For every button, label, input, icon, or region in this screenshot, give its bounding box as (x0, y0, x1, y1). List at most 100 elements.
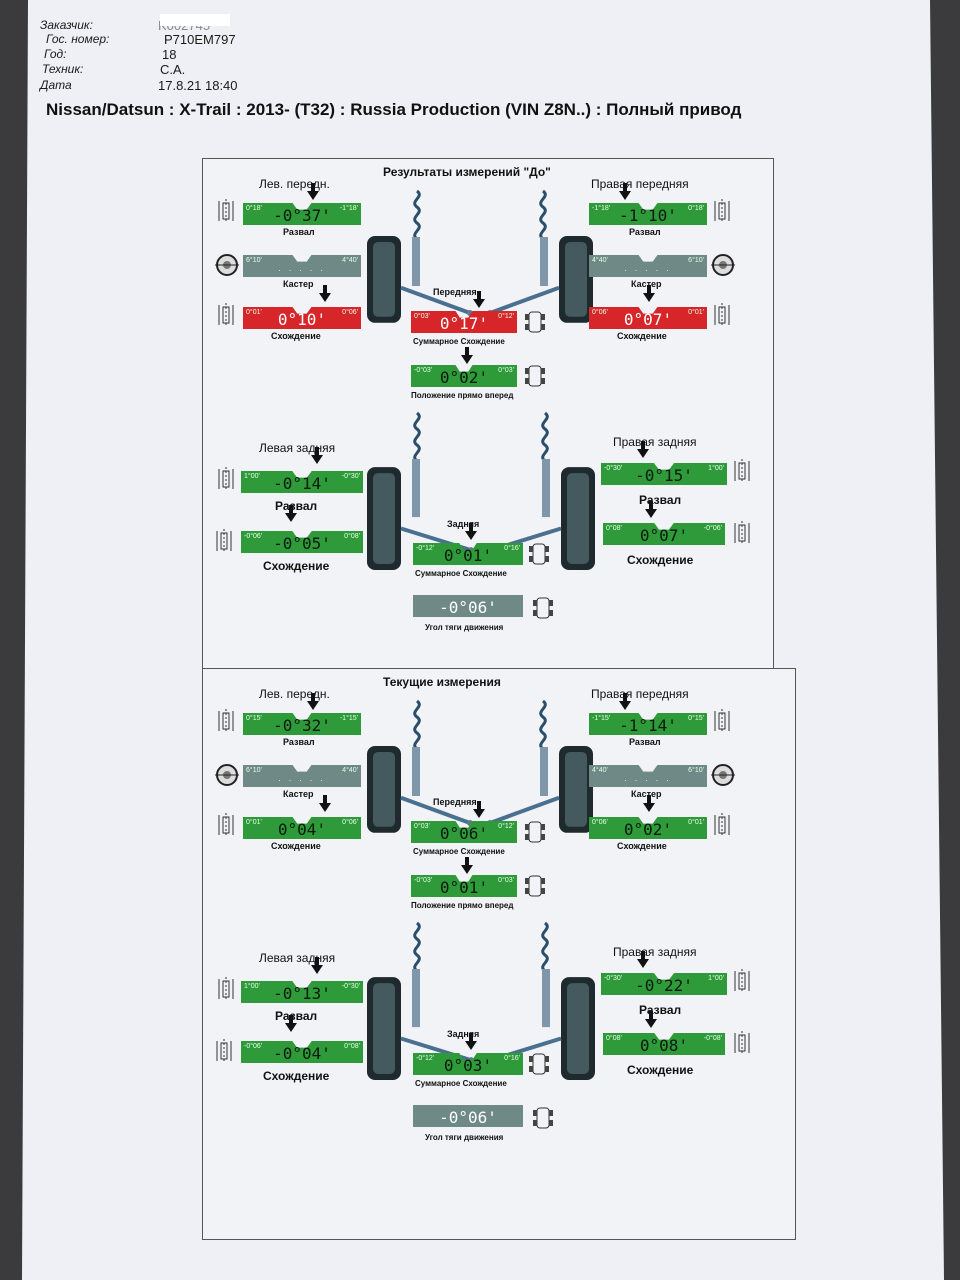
fl-caster-meter-scale: . . . . . (278, 774, 326, 783)
arrow-rl-camber (311, 957, 323, 974)
rl-camber-caption: Развал (275, 499, 318, 513)
fr-caster-meter-min: 4°40' (592, 257, 608, 264)
straight-ahead-meter: -0°03'0°03'0°01' (411, 875, 517, 897)
front-total-toe-caption: Суммарное Схождение (413, 847, 505, 856)
fr-caster-meter-scale: . . . . . (624, 774, 672, 783)
fl-caster-meter-scale: . . . . . (278, 264, 326, 273)
arrow-rl-toe (285, 1015, 297, 1032)
toe-icon (215, 303, 237, 327)
camber-icon (215, 199, 237, 223)
straight-ahead-meter-min: -0°03' (414, 877, 433, 884)
label-rear-right: Правая задняя (613, 435, 697, 449)
rear-suspension-icon (365, 919, 597, 1085)
rr-toe-meter-max: -0°08' (703, 1035, 722, 1042)
fl-caster-meter-max: 4°40' (342, 767, 358, 774)
fr-toe-meter-bar (589, 817, 707, 839)
caster-icon (215, 253, 239, 277)
fr-caster-meter-max: 6°10' (688, 767, 704, 774)
rr-toe-meter-min: 0°08' (606, 1035, 622, 1042)
caster-icon-right (711, 253, 735, 277)
rr-camber-meter-max: 1°00' (708, 465, 724, 472)
fl-camber-caption: Развал (283, 227, 315, 237)
rl-camber-meter-bar (241, 981, 363, 1003)
rear-toe-icon (213, 529, 235, 553)
rl-camber-meter: 1°00'-0°30'-0°14' (241, 471, 363, 493)
redaction-box (160, 14, 230, 26)
arrow-straight-ahead (461, 347, 473, 364)
toe-icon-right (711, 813, 733, 837)
camber-icon (215, 709, 237, 733)
straight-ahead-meter-value: 0°02' (439, 368, 489, 387)
fr-toe-meter-min: 0°06' (592, 309, 608, 316)
fr-toe-meter-max: 0°01' (688, 819, 704, 826)
arrow-rr-camber (637, 441, 649, 458)
rr-toe-meter-bar (603, 1033, 725, 1055)
rr-camber-meter-value: -0°22' (635, 976, 693, 995)
rr-toe-meter-value: 0°07' (639, 526, 689, 545)
fr-camber-meter-bar (589, 713, 707, 735)
thrust-angle-caption: Угол тяги движения (425, 1133, 504, 1142)
rl-camber-meter-max: -0°30' (341, 983, 360, 990)
rr-camber-meter-max: 1°00' (708, 975, 724, 982)
front-total-toe-meter-value: 0°06' (439, 824, 489, 843)
fl-toe-meter-max: 0°06' (342, 309, 358, 316)
straight-ahead-meter-max: 0°03' (498, 877, 514, 884)
rr-toe-meter-value: 0°08' (639, 1036, 689, 1055)
rl-camber-meter: 1°00'-0°30'-0°13' (241, 981, 363, 1003)
thrust-angle-meter-bar (413, 595, 523, 617)
thrust-angle-meter-value: -0°06' (439, 598, 497, 617)
arrow-rl-camber (311, 447, 323, 464)
arrow-fr-toe (643, 795, 655, 812)
fl-camber-meter-min: 0°18' (246, 205, 262, 212)
fr-camber-caption: Развал (629, 227, 661, 237)
fl-caster-meter: 6°10'4°40'. . . . . (243, 255, 361, 277)
rl-camber-caption: Развал (275, 1009, 318, 1023)
arrow-fl-toe (319, 285, 331, 302)
fl-camber-meter-max: -1°18' (339, 205, 358, 212)
rr-camber-meter-bar (601, 973, 727, 995)
fl-caster-meter-max: 4°40' (342, 257, 358, 264)
fr-camber-meter-value: -1°10' (619, 206, 677, 225)
rl-toe-meter-max: 0°08' (344, 1043, 360, 1050)
label-front-right: Правая передняя (591, 177, 689, 191)
straight-ahead-caption: Положение прямо вперед (411, 391, 514, 400)
arrow-fr-camber (619, 183, 631, 200)
rear-total-toe-meter: -0°12'0°16'0°01' (413, 543, 523, 565)
arrow-rr-camber (637, 951, 649, 968)
fl-toe-caption: Схождение (271, 331, 321, 341)
rear-total-toe-meter-min: -0°12' (416, 1055, 435, 1062)
fl-camber-meter-bar (243, 713, 361, 735)
fr-camber-meter-min: -1°15' (592, 715, 611, 722)
fr-camber-meter-min: -1°18' (592, 205, 611, 212)
rl-camber-meter-min: 1°00' (244, 473, 260, 480)
front-total-toe-meter: 0°03'0°12'0°06' (411, 821, 517, 843)
caster-icon (215, 763, 239, 787)
field-year: Год: 18 (44, 47, 177, 62)
fr-toe-caption: Схождение (617, 331, 667, 341)
fl-toe-meter-min: 0°01' (246, 309, 262, 316)
fl-caster-caption: Кастер (283, 789, 314, 799)
car-icon-front (523, 819, 547, 845)
fl-caster-meter: 6°10'4°40'. . . . . (243, 765, 361, 787)
rear-toe-icon (213, 1039, 235, 1063)
rear-total-toe-meter-max: 0°16' (504, 1055, 520, 1062)
straight-ahead-meter-min: -0°03' (414, 367, 433, 374)
fr-toe-meter-min: 0°06' (592, 819, 608, 826)
rear-total-toe-caption: Суммарное Схождение (415, 569, 507, 578)
label-rear-right: Правая задняя (613, 945, 697, 959)
car-icon-front (523, 309, 547, 335)
rear-toe-icon-right (731, 1031, 753, 1055)
rr-camber-caption: Развал (639, 1003, 682, 1017)
rr-camber-caption: Развал (639, 493, 682, 507)
fr-caster-caption: Кастер (631, 789, 662, 799)
fl-camber-meter: 0°18'-1°18'-0°37' (243, 203, 361, 225)
arrow-fl-toe (319, 795, 331, 812)
camber-icon-right (711, 199, 733, 223)
fr-caster-meter-min: 4°40' (592, 767, 608, 774)
fl-camber-meter-bar (243, 203, 361, 225)
front-total-toe-meter-bar (411, 821, 517, 843)
car-icon-straight (523, 873, 547, 899)
rl-camber-meter-value: -0°14' (273, 474, 331, 493)
fl-camber-meter: 0°15'-1°15'-0°32' (243, 713, 361, 735)
